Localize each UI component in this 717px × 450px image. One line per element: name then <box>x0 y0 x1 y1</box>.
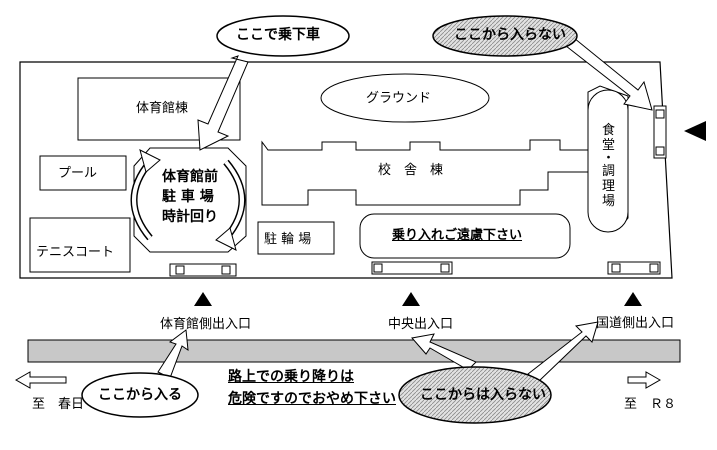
campus-outline <box>19 61 673 279</box>
callout-no-entry-top-ellipse <box>432 15 578 57</box>
pool-label: プール <box>58 166 98 181</box>
arrow-drop-off <box>197 55 249 151</box>
ground-label: グラウンド <box>366 91 432 106</box>
ground-ellipse <box>320 73 490 123</box>
road-warning-line2: 危険ですのでおやめ下さい <box>228 391 396 407</box>
gym-entrance-marker <box>194 292 212 306</box>
to-kasuga-label: 至 春日 <box>32 397 85 412</box>
bicycle-parking-outline <box>257 221 335 255</box>
east-entrance-marker <box>684 121 706 141</box>
callout-no-entry-bottom-ellipse <box>398 366 552 424</box>
callout-enter-ellipse <box>81 372 199 418</box>
arrow-no-entry-center <box>411 333 477 371</box>
arrow-no-entry-right <box>527 321 599 383</box>
gym-entrance-label: 体育館側出入口 <box>160 317 252 332</box>
cafeteria-label-1: 食 <box>602 123 616 138</box>
tennis-court-outline <box>29 217 131 273</box>
callout-drop-off-ellipse <box>216 15 350 57</box>
drive-in-notice-box <box>359 213 571 259</box>
cafeteria-outline <box>587 89 629 233</box>
clockwise-arrow-right-head <box>215 227 237 251</box>
gymnasium-label: 体育館棟 <box>136 101 189 116</box>
road-warning-line1: 路上での乗り降りは <box>228 369 354 385</box>
cafeteria-label-6: 場 <box>602 194 616 209</box>
tennis-court-label: テニスコート <box>36 245 115 260</box>
to-r8-label: 至 Ｒ８ <box>624 397 677 412</box>
callout-no-entry-bottom: ここからは入らない <box>420 387 546 403</box>
cafeteria-label-3: ・ <box>602 151 616 166</box>
pool-outline <box>39 155 127 191</box>
gym-parking-label-1: 体育館前 <box>162 169 218 185</box>
callout-no-entry-top: ここから入らない <box>454 27 566 43</box>
highway-entrance-label: 国道側出入口 <box>596 316 675 331</box>
arrow-no-entry-top <box>565 37 653 111</box>
cafeteria-label-4: 調 <box>602 164 616 179</box>
callout-drop-off: ここで乗下車 <box>236 27 320 43</box>
clockwise-arrow-left-head <box>139 149 161 173</box>
school-building-label: 校 舎 棟 <box>378 163 444 178</box>
center-entrance-label: 中央出入口 <box>388 317 454 332</box>
arrow-to-kasuga <box>14 371 67 389</box>
cafeteria-label-5: 理 <box>602 179 616 194</box>
highway-entrance-marker <box>624 292 642 306</box>
gym-parking-label-2: 駐 車 場 <box>162 189 214 205</box>
bicycle-parking-label: 駐 輪 場 <box>264 232 312 247</box>
drive-in-notice: 乗り入れご遠慮下さい <box>392 228 523 243</box>
cafeteria-label-2: 堂 <box>602 138 616 153</box>
center-entrance-marker <box>402 292 420 306</box>
gym-parking-label-3: 時計回り <box>162 209 218 225</box>
arrow-to-r8 <box>627 371 662 389</box>
arrow-enter <box>157 329 189 379</box>
gates <box>169 105 667 277</box>
callout-enter: ここから入る <box>98 387 182 403</box>
road <box>27 339 681 363</box>
